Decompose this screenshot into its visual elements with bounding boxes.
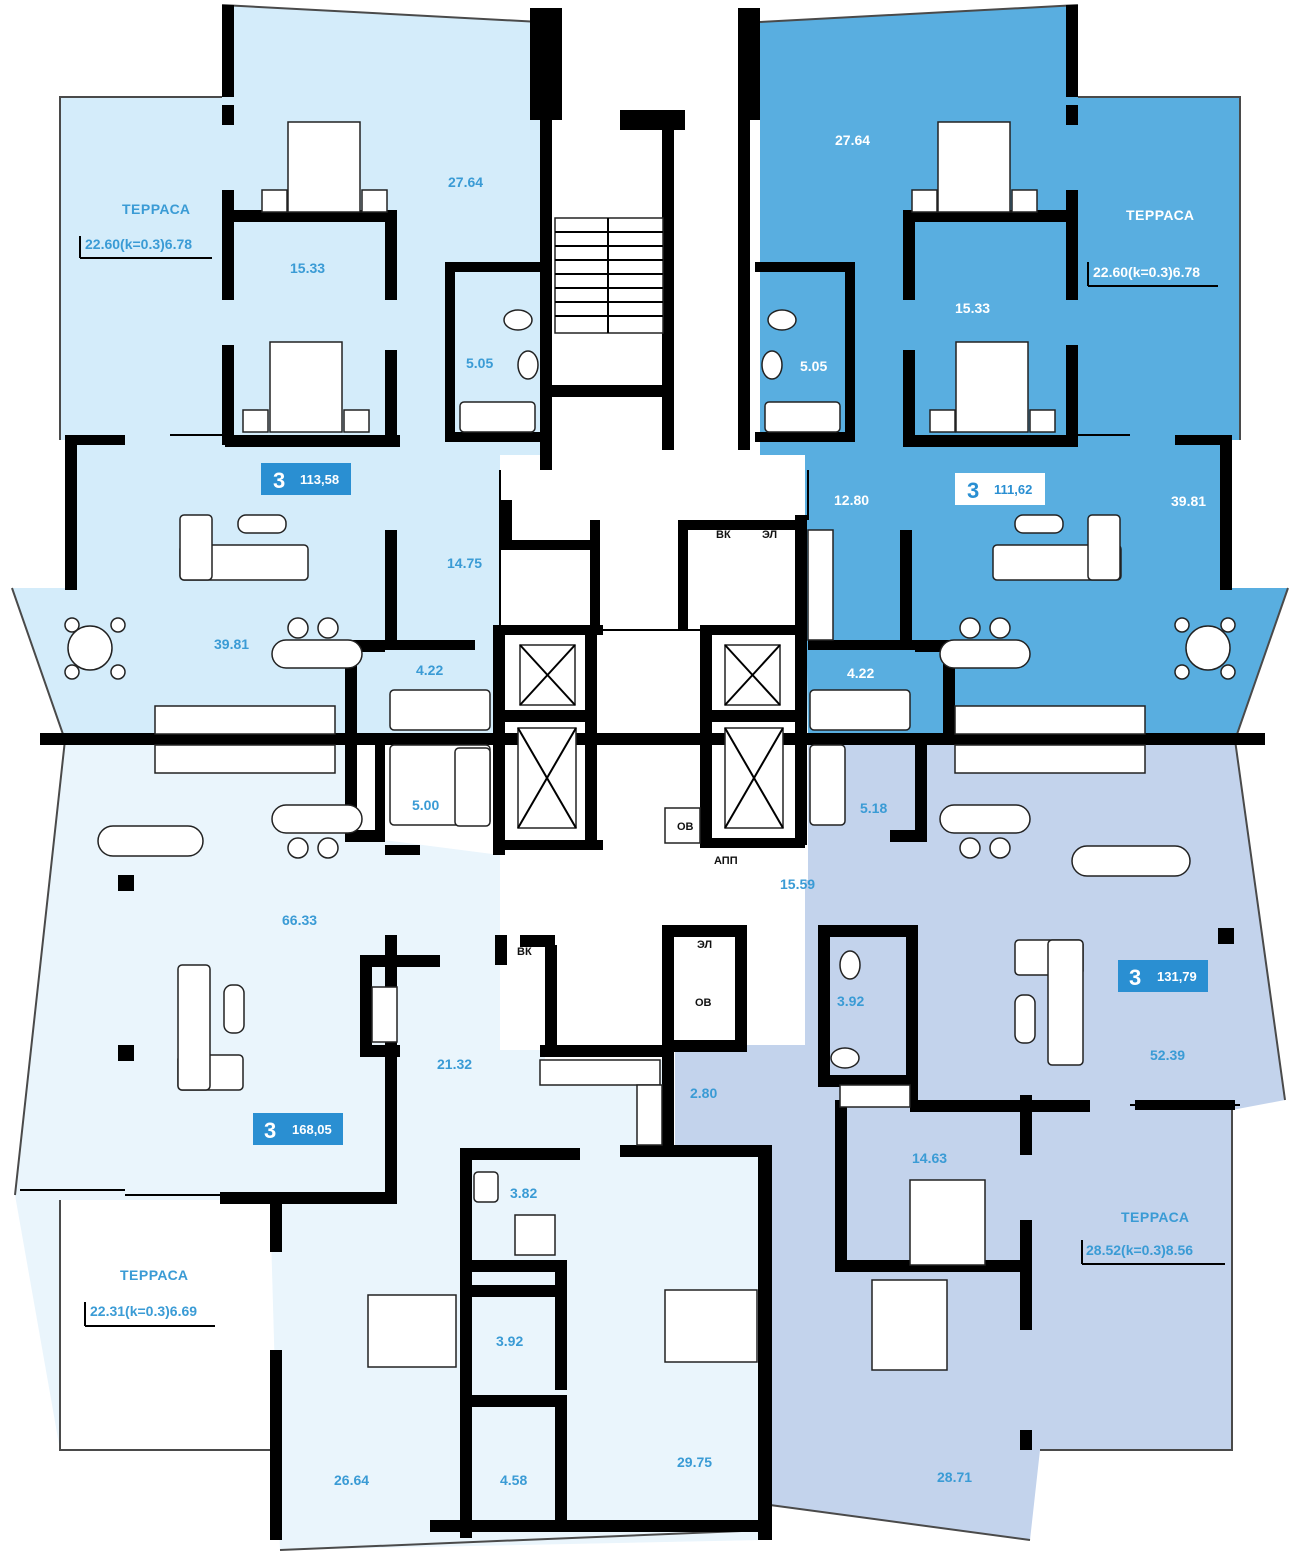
badge-area-ne: 111,62	[994, 482, 1032, 497]
terrace-ne-outline	[1078, 96, 1241, 440]
terrace-area-se: 28.52(k=0.3)8.56	[1086, 1242, 1193, 1258]
partitions	[20, 434, 1240, 1196]
room-area-nw-3: 14.75	[447, 555, 482, 571]
mark-ov-bottom: ОВ	[695, 997, 712, 1009]
apartment-badge-se[interactable]: 3 131,79	[1118, 960, 1208, 992]
elevators	[517, 644, 784, 829]
room-area-sw-1: 66.33	[282, 912, 317, 928]
terrace-nw-outline	[59, 96, 222, 440]
apartment-badge-sw[interactable]: 3 168,05	[253, 1113, 343, 1145]
badge-rooms-se: 3	[1129, 965, 1141, 990]
room-area-nw-1: 15.33	[290, 260, 325, 276]
mark-el-top: ЭЛ	[762, 529, 777, 541]
badge-area-nw: 113,58	[300, 472, 339, 487]
badge-rooms-nw: 3	[273, 468, 285, 493]
terrace-area-ne: 22.60(k=0.3)6.78	[1093, 264, 1200, 280]
room-area-nw-0: 27.64	[448, 174, 483, 190]
badge-area-sw: 168,05	[292, 1122, 332, 1137]
mark-el-bottom: ЭЛ	[697, 939, 712, 951]
facade-se-glass	[769, 1504, 1031, 1541]
room-area-ne-2: 5.05	[800, 358, 827, 374]
room-area-sw-2: 21.32	[437, 1056, 472, 1072]
room-labels: 27.64 15.33 5.05 14.75 39.81 4.22 27.64 …	[214, 132, 1206, 1488]
room-area-sw-7: 29.75	[677, 1454, 712, 1470]
terrace-sw-outline	[59, 1200, 270, 1451]
terrace-title-sw: ТЕРРАСА	[120, 1267, 188, 1283]
room-area-se-1: 15.59	[780, 876, 815, 892]
room-area-sw-3: 3.82	[510, 1185, 537, 1201]
room-area-se-2: 3.92	[837, 993, 864, 1009]
terrace-labels: ТЕРРАСА 22.60(k=0.3)6.78 ТЕРРАСА 22.60(k…	[79, 201, 1225, 1327]
room-area-sw-5: 26.64	[334, 1472, 369, 1488]
badge-rooms-sw: 3	[264, 1118, 276, 1143]
room-area-sw-0: 5.00	[412, 797, 439, 813]
mark-ov-mid: ОВ	[677, 821, 694, 833]
facade-nw-glass	[221, 4, 541, 23]
terrace-se-outline	[1040, 1110, 1233, 1451]
room-area-ne-3: 12.80	[834, 492, 869, 508]
room-area-nw-5: 4.22	[416, 662, 443, 678]
mark-apl: АПП	[714, 855, 738, 867]
room-area-ne-5: 4.22	[847, 665, 874, 681]
room-area-se-5: 14.63	[912, 1150, 947, 1166]
mark-vk-bottom: ВК	[517, 946, 532, 958]
room-area-se-6: 28.71	[937, 1469, 972, 1485]
room-area-se-0: 5.18	[860, 800, 887, 816]
terrace-title-ne: ТЕРРАСА	[1126, 207, 1194, 223]
terrace-title-nw: ТЕРРАСА	[122, 201, 190, 217]
staircase	[554, 217, 664, 334]
mark-vk-top: ВК	[716, 529, 731, 541]
apartment-badge-nw[interactable]: 3 113,58	[261, 463, 351, 495]
badge-area-se: 131,79	[1157, 969, 1197, 984]
room-area-ne-0: 27.64	[835, 132, 870, 148]
room-area-ne-1: 15.33	[955, 300, 990, 316]
room-area-se-3: 52.39	[1150, 1047, 1185, 1063]
room-area-ne-4: 39.81	[1171, 493, 1206, 509]
terrace-area-nw: 22.60(k=0.3)6.78	[85, 236, 192, 252]
badge-rooms-ne: 3	[967, 478, 979, 503]
facade-ne-glass	[759, 4, 1079, 23]
terrace-area-sw: 22.31(k=0.3)6.69	[90, 1303, 197, 1319]
facade-south-glass	[279, 1529, 766, 1551]
room-area-se-4: 2.80	[690, 1085, 717, 1101]
room-area-sw-6: 4.58	[500, 1472, 527, 1488]
furniture	[64, 121, 1236, 1371]
terrace-title-se: ТЕРРАСА	[1121, 1209, 1189, 1225]
walls	[40, 5, 1265, 1540]
room-area-nw-4: 39.81	[214, 636, 249, 652]
room-area-sw-4: 3.92	[496, 1333, 523, 1349]
apartment-badge-ne[interactable]: 3 111,62	[955, 473, 1045, 505]
room-area-nw-2: 5.05	[466, 355, 493, 371]
core-marks: ВК ЭЛ ОВ АПП ВК ЭЛ ОВ	[517, 529, 777, 1009]
